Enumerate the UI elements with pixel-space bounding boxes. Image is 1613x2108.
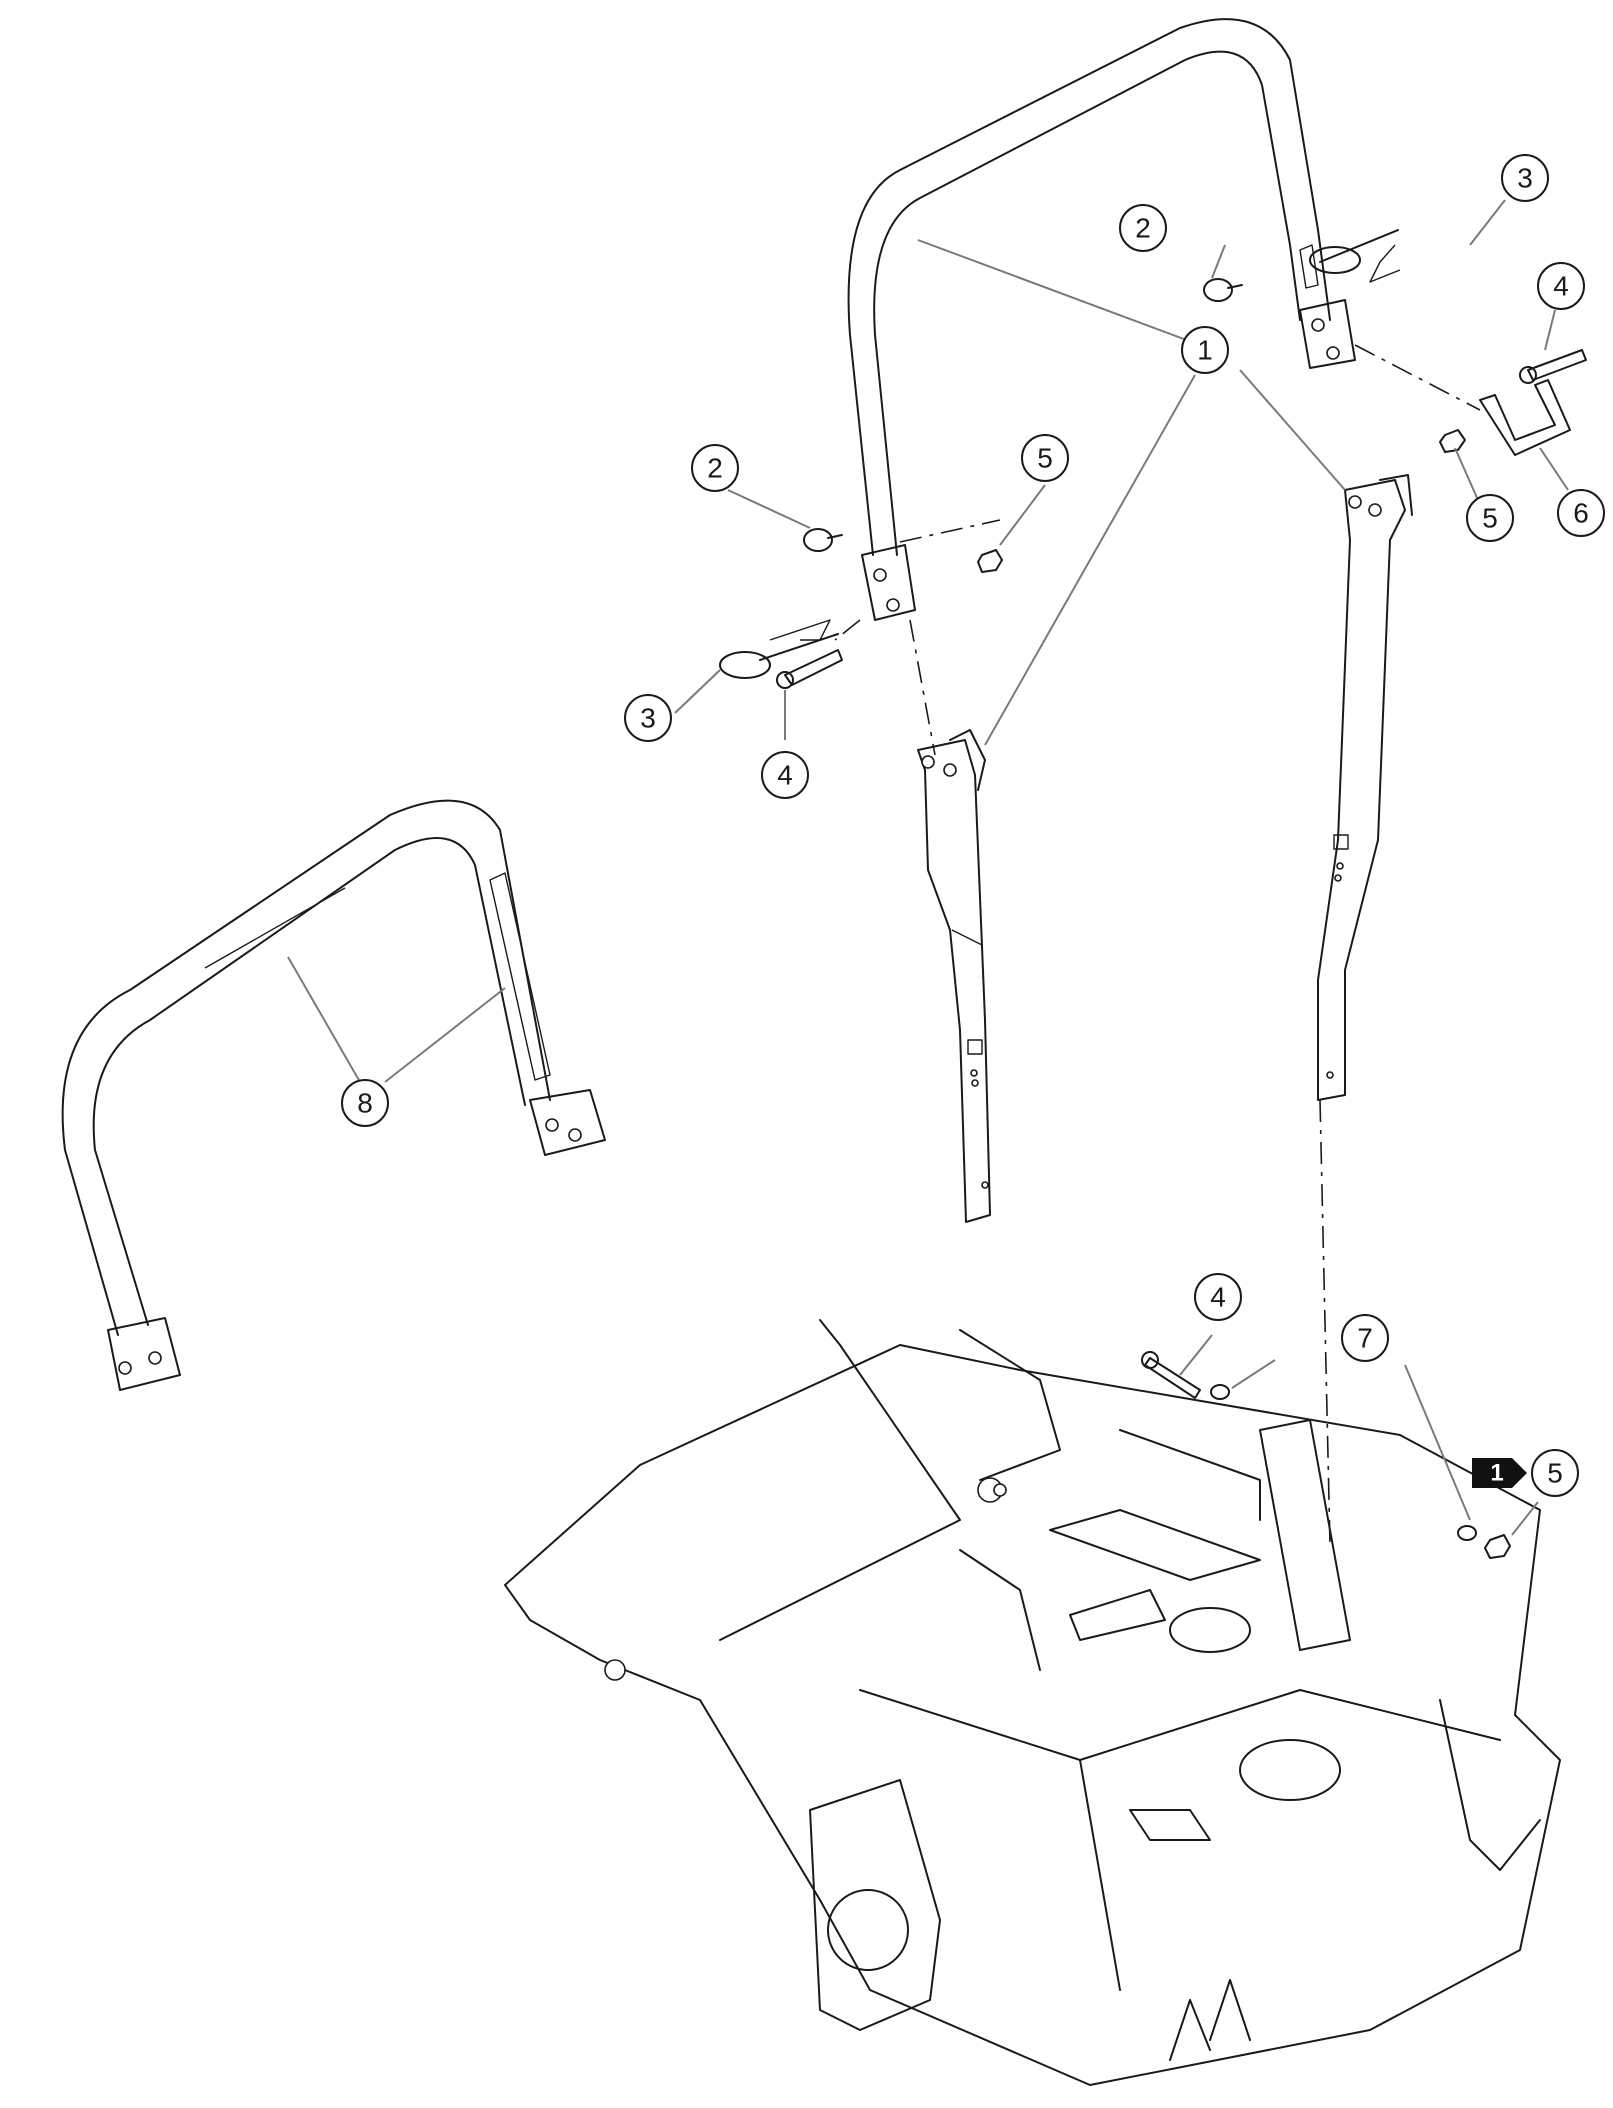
callout-6: 6 [1557,489,1605,537]
callout-4-right: 4 [1537,262,1585,310]
washer-upper [1210,1384,1230,1400]
mower-frame [504,1319,1561,2086]
svg-text:7: 7 [1357,1323,1373,1354]
rollover-bar-right-upright [1317,474,1413,1101]
svg-text:2: 2 [1135,213,1151,244]
svg-text:3: 3 [640,703,656,734]
rollover-bar-upper-loop [847,18,1356,621]
knob-right [1203,278,1243,302]
knob-left [803,528,843,552]
svg-text:5: 5 [1037,443,1053,474]
callout-7: 7 [1341,1314,1389,1362]
svg-text:3: 3 [1517,163,1533,194]
callout-5-lower: 5 [1531,1449,1579,1497]
nut-left [977,549,1003,573]
leader-lines [287,199,1569,1536]
svg-text:4: 4 [1553,271,1569,302]
svg-text:2: 2 [707,453,723,484]
callout-4-left: 4 [761,751,809,799]
callout-3-left: 3 [624,694,672,742]
washer-lower [1457,1525,1477,1541]
hitch-pin-right [1309,229,1401,283]
callout-2-left: 2 [691,444,739,492]
bolt-right [1519,349,1587,384]
bracket-u [1479,379,1571,456]
svg-text:1: 1 [1490,1460,1503,1487]
rollover-bar-left-upright [917,729,991,1223]
nut-lower [1484,1534,1511,1559]
callout-2-right: 2 [1119,204,1167,252]
svg-text:1: 1 [1197,335,1213,366]
nut-right [1439,429,1466,453]
alignment-lines [834,344,1481,1546]
bolt-left [776,649,843,689]
callout-5-left: 5 [1021,434,1069,482]
svg-text:5: 5 [1482,503,1498,534]
callout-8: 8 [341,1079,389,1127]
svg-text:5: 5 [1547,1458,1563,1489]
note-flag: 1 [1472,1458,1527,1488]
svg-text:4: 4 [1210,1282,1226,1313]
svg-text:8: 8 [357,1088,373,1119]
svg-text:4: 4 [777,760,793,791]
bolt-lower [1141,1351,1201,1399]
callout-1: 1 [1181,326,1229,374]
hitch-pin-left [719,619,839,679]
callout-5-right: 5 [1466,494,1514,542]
callout-4-lower: 4 [1194,1273,1242,1321]
svg-text:6: 6 [1573,498,1589,529]
callout-3-right: 3 [1501,154,1549,202]
rollover-bar-folded [61,799,606,1391]
